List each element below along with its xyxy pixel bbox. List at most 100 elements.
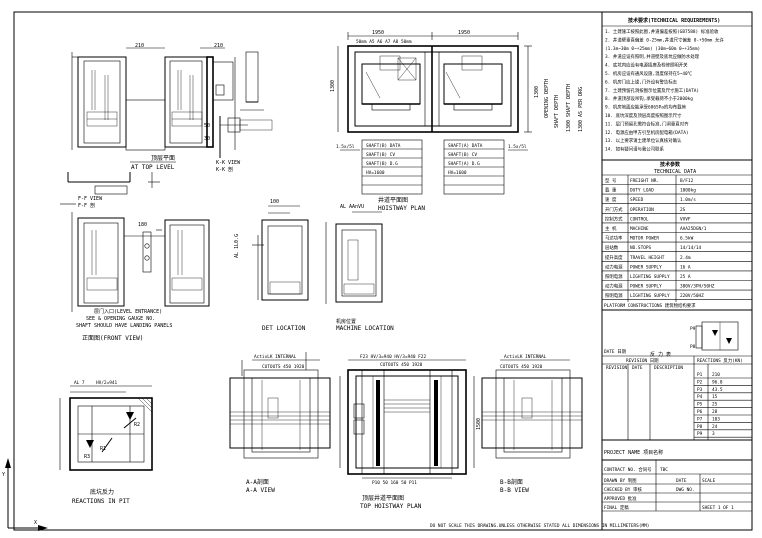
pit-r3: R3 <box>84 454 90 460</box>
reaction-value: 210 <box>712 372 720 378</box>
front-top-label-en: AT TOP LEVEL <box>131 164 175 171</box>
tech-row-zh: 照明电源 <box>605 273 623 280</box>
tech-row-val: 14/14/14 <box>680 245 702 251</box>
tech-footnote: PLATFORM CONSTRUCTIONS 建筑物结构要求 <box>604 302 696 309</box>
svg-text:P9: P9 <box>690 326 696 332</box>
svg-text:1.5x/5l: 1.5x/5l <box>508 144 527 150</box>
kk-zh-label: K-K 剖 <box>216 166 233 173</box>
tech-row-en: POWER SUPPLY <box>630 284 662 290</box>
tech-row-val: 2S <box>680 207 686 213</box>
tech-row-val: 1000kg <box>680 188 696 194</box>
bb-view: ActivLK INTERNAL CUTOUTS 450 1920 B-B剖面 … <box>481 354 583 494</box>
aa-view-label: A-A VIEW <box>246 487 275 494</box>
tech-row-zh: 型 号 <box>605 177 617 184</box>
tech-row-en: OPERATION <box>630 207 654 213</box>
reaction-key: P5 <box>697 402 703 408</box>
svg-text:AL AAnVU: AL AAnVU <box>340 204 364 210</box>
svg-text:50mm A5 A6 A7 A8 50mm: 50mm A5 A6 A7 A8 50mm <box>356 39 412 45</box>
svg-text:ActivLK INTERNAL: ActivLK INTERNAL <box>254 354 297 360</box>
kk-view-label: K-K VIEW <box>216 160 241 166</box>
date-label: DATE 日期 <box>604 349 627 355</box>
top-hoistway-zh: 顶层井道平面图 <box>362 494 404 502</box>
reactions-title-en: REACTIONS 反力(KN) <box>697 357 743 364</box>
note-line: 8. 井道顶部设吊钩,承受载荷不小于2000kg <box>605 95 693 102</box>
tech-row-zh: 照明电源 <box>605 292 623 299</box>
svg-text:OPENING DEPTH: OPENING DEPTH <box>544 79 550 118</box>
reaction-key: P7 <box>697 416 703 422</box>
tech-row-en: TRAVEL HEIGHT <box>630 255 665 261</box>
hoistway-plan-label: HOISTWAY PLAN <box>378 205 425 212</box>
note-line: 12. 电源应由甲方引至机房配电箱(DATA) <box>605 129 689 136</box>
svg-text:SHAFT(B) CV: SHAFT(B) CV <box>448 152 477 158</box>
revision-label: REVISION 日期 <box>626 358 659 364</box>
reaction-value: 103 <box>712 416 720 422</box>
approved-by: APPROVED 批准 <box>604 495 637 502</box>
reaction-value: 3 <box>712 431 715 437</box>
note-line: 6. 机房门应上锁,门外设有警告标志 <box>605 78 678 85</box>
dim-30: 30 <box>204 136 210 142</box>
note-line: (1.3m~30m 0~+25mm) (30m~60m 0~+35mm) <box>605 46 700 52</box>
svg-text:1300 SHAFT DEPTH: 1300 SHAFT DEPTH <box>566 84 572 132</box>
aa-view: ActivLK INTERNAL CUTOUTS 450 1920 A-A剖面 … <box>229 352 331 494</box>
top-hoistway-label: TOP HOISTWAY PLAN <box>360 503 422 510</box>
front-view-label: 正面图(FRONT VIEW) <box>82 335 143 342</box>
hoistway-plan: 1950 1950 50mm A5 A6 A7 A8 50mm 1300 OPE… <box>330 30 584 212</box>
dim-1500: 1500 <box>476 418 482 430</box>
sheet-field: SHEET 1 OF 1 <box>702 505 734 511</box>
pit-en-label: REACTIONS IN PIT <box>72 498 130 505</box>
svg-text:SHAFT(A) D.G: SHAFT(A) D.G <box>448 161 480 167</box>
reaction-value: 43.5 <box>712 387 723 393</box>
reaction-key: P8 <box>697 424 703 430</box>
svg-text:层门入口(LEVEL ENTRANCE): 层门入口(LEVEL ENTRANCE) <box>94 308 162 315</box>
aa-view-zh: A-A剖面 <box>246 478 269 486</box>
dim-50: 50 <box>204 123 210 129</box>
front-top-label-zh: 顶层平面 <box>151 155 175 162</box>
svg-text:Y: Y <box>2 472 5 478</box>
note-line: 14. 如有疑问请与我公司联系 <box>605 146 664 153</box>
machine-location: AL AAnVU MACHINE LOCATION 机房位置 <box>325 204 394 332</box>
dim-100: 100 <box>270 199 279 205</box>
tech-row-en: LIGHTING SUPPLY <box>630 274 670 280</box>
dwg-no-field: DWG NO. <box>676 487 695 493</box>
pit-reactions: R1 R2 R3 HV/2=941 AL 7 底坑反力 REACTIONS IN… <box>59 380 153 505</box>
scale-field: SCALE <box>702 478 716 484</box>
tech-row-zh: 控制方式 <box>605 215 623 222</box>
reactions-key-diagram: P9 P8 <box>690 321 739 351</box>
machine-location-zh: 机房位置 <box>336 318 356 325</box>
reaction-key: P1 <box>697 372 703 378</box>
tech-row-val: 25 A <box>680 274 691 280</box>
note-line: 2. 井道壁垂直偏差 0-25mm,井道尺寸偏差 0-+50mm 允许 <box>605 36 724 43</box>
front-view: 180 层门入口(LEVEL ENTRANCE) SEE & OPENING G… <box>71 212 210 342</box>
tech-row-zh: 提升高度 <box>605 254 623 261</box>
tech-row-zh: 开门方式 <box>605 206 623 213</box>
svg-text:SHAFT SHOULD HAVE LANDING PANE: SHAFT SHOULD HAVE LANDING PANELS <box>76 323 172 329</box>
bb-view-zh: B-B剖面 <box>500 478 523 486</box>
final-label: FINAL 定稿 <box>604 504 629 511</box>
reaction-key: P6 <box>697 409 703 415</box>
rev-col-date: DATE <box>632 365 643 371</box>
date-field: DATE <box>676 478 687 484</box>
svg-text:ActivLK INTERNAL: ActivLK INTERNAL <box>504 354 547 360</box>
note-line: 9. 机房地面应能承受6865Pa的均布载荷 <box>605 104 686 111</box>
notes-title: 技术要求(TECHNICAL REQUIREMENTS) <box>628 17 720 24</box>
svg-text:SEE & OPENING GAUGE NO.: SEE & OPENING GAUGE NO. <box>86 316 155 322</box>
machine-location-label: MACHINE LOCATION <box>336 325 394 332</box>
title-column: 技术要求(TECHNICAL REQUIREMENTS) 1. 土建施工按照此图… <box>430 12 752 530</box>
tech-row-val: 16 A <box>680 264 691 270</box>
reaction-value: 25 <box>712 402 718 408</box>
tech-row-zh: 载 重 <box>605 187 617 194</box>
pit-r1: R1 <box>100 446 106 452</box>
tech-row-en: LIGHTING SUPPLY <box>630 293 670 299</box>
drawn-by: DRAWN BY 制图 <box>604 477 637 484</box>
contract-no: CONTRACT NO. 合同号 <box>604 466 652 473</box>
ff-zh-label: F-F 剖 <box>78 202 95 209</box>
svg-text:X: X <box>34 520 37 526</box>
svg-text:CUTOUTS 450 1920: CUTOUTS 450 1920 <box>262 364 305 370</box>
tech-row-en: DUTY LOAD <box>630 188 654 194</box>
svg-text:AL 7: AL 7 <box>74 380 85 386</box>
tech-row-zh: 动力电源 <box>605 263 623 270</box>
top-hoistway-plan: F23 HV/3=940 HV/3=940 F22 CUTOUTS 450 19… <box>339 354 482 510</box>
dim-210-a: 210 <box>135 43 144 49</box>
